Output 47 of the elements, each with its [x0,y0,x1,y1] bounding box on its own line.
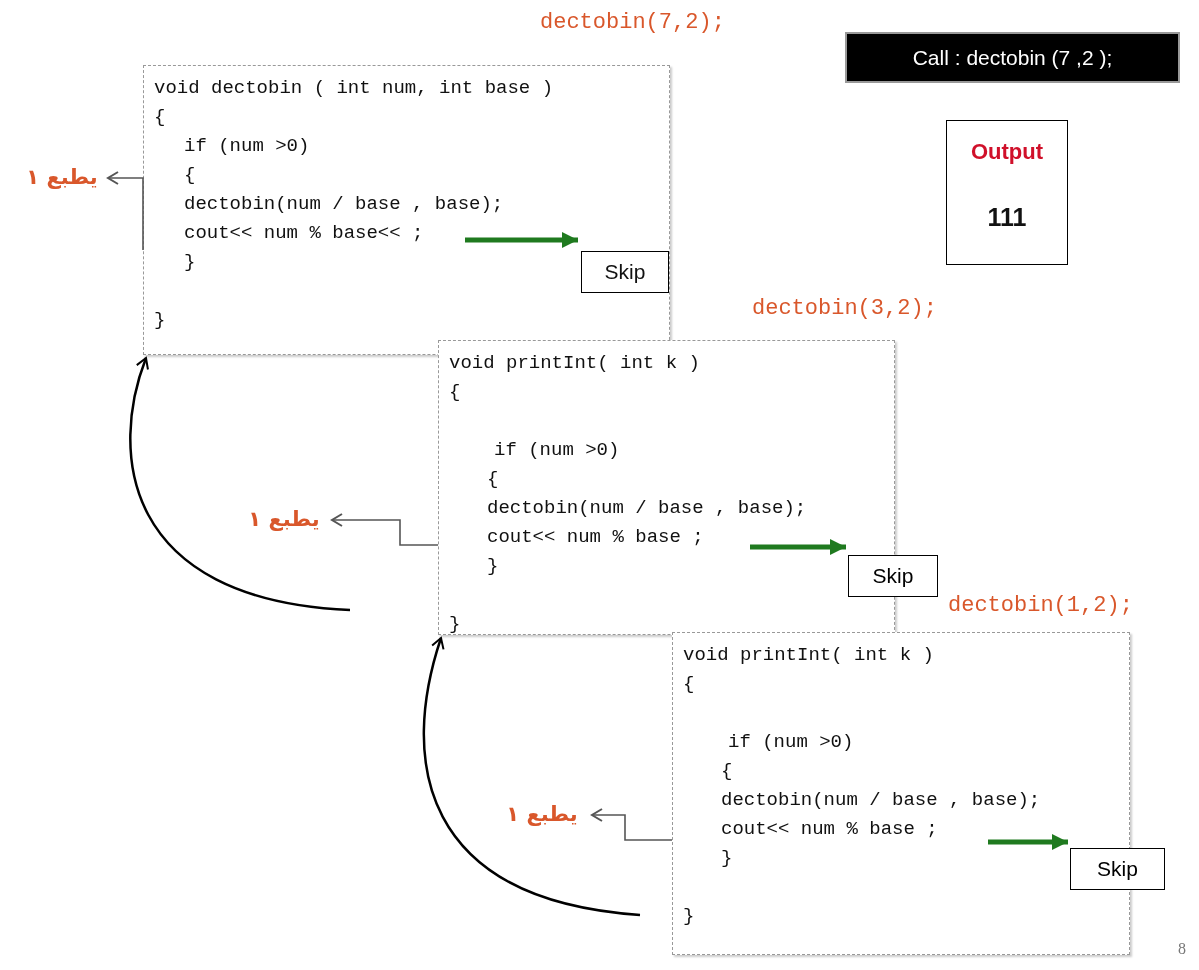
leader-arrow [331,513,439,546]
call-label: dectobin(3,2); [752,296,937,321]
arabic-label: يطبع ١ [238,502,330,538]
skip-arrow [465,232,578,248]
code-line: void printInt( int k ) [683,643,934,668]
code-line: cout<< num % base<< ; [184,221,424,246]
leader-arrow [591,808,673,841]
code-line: if (num >0) [494,438,620,463]
code-line: } [184,250,196,275]
call-box: Call : dectobin (7 ,2 ); [845,32,1180,83]
code-line: } [487,554,499,579]
skip-arrow [988,834,1068,850]
code-line: dectobin(num / base , base); [184,192,504,217]
code-line: } [683,904,695,929]
return-arrow [422,637,641,917]
code-line: dectobin(num / base , base); [721,788,1041,813]
page-number: 8 [1178,940,1186,958]
skip-box: Skip [581,251,669,293]
output-value: 111 [987,203,1027,232]
code-line: cout<< num % base ; [721,817,938,842]
code-line: { [721,759,733,784]
code-line: { [683,672,695,697]
code-line: { [154,105,166,130]
skip-box: Skip [848,555,938,597]
output-heading: Output [970,139,1044,165]
call-label: dectobin(1,2); [948,593,1133,618]
return-arrow [129,357,351,612]
leader-arrow [107,171,144,251]
code-line: if (num >0) [184,134,310,159]
output-box [946,120,1068,265]
code-line: { [449,380,461,405]
skip-arrow [750,539,846,555]
arabic-label: يطبع ١ [18,160,106,196]
code-line: cout<< num % base ; [487,525,704,550]
code-line: { [184,163,196,188]
code-line: { [487,467,499,492]
call-label: dectobin(7,2); [540,10,725,35]
code-line: void printInt( int k ) [449,351,700,376]
code-line: dectobin(num / base , base); [487,496,807,521]
code-box [143,65,670,355]
code-line: if (num >0) [728,730,854,755]
code-line: void dectobin ( int num, int base ) [154,76,554,101]
skip-box: Skip [1070,848,1165,890]
code-line: } [721,846,733,871]
arabic-label: يطبع ١ [494,797,590,833]
code-line: } [154,308,166,333]
code-line: } [449,612,461,637]
